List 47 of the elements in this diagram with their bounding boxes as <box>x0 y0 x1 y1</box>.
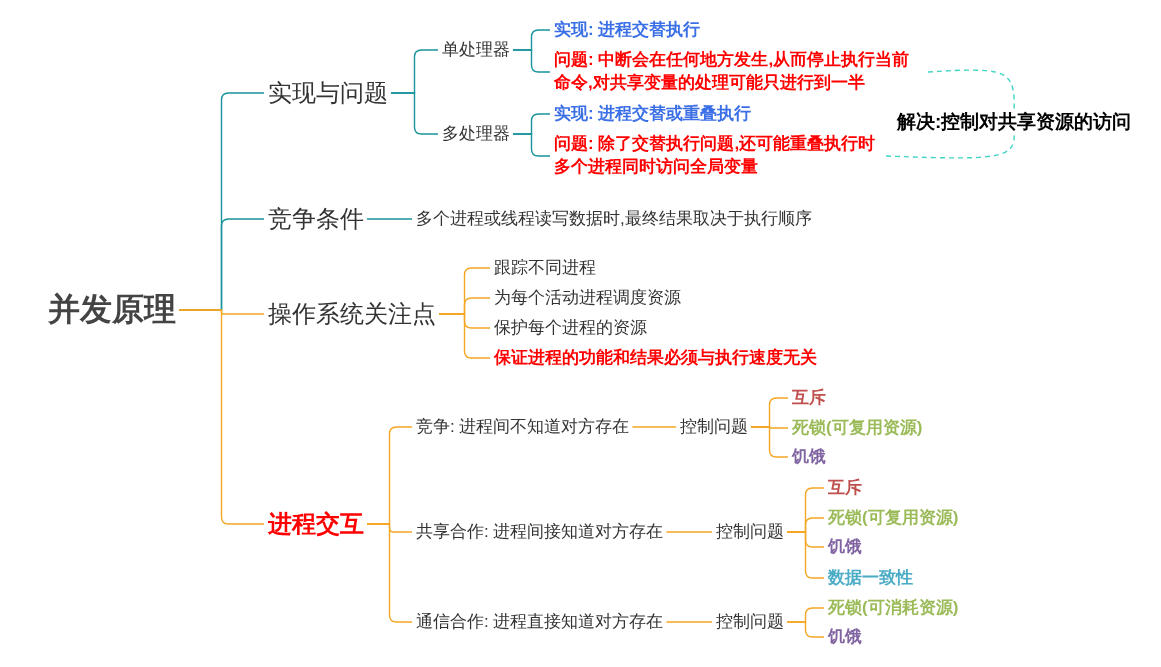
topic-text: 饥饿 <box>828 625 862 649</box>
branch-line <box>366 523 413 623</box>
topic-text: 竞争: 进程间不知道对方存在 <box>416 415 630 439</box>
branch-topic: 进程交互 <box>268 507 364 541</box>
topic-text: 死锁(可消耗资源) <box>828 596 959 620</box>
branch-line <box>665 621 713 623</box>
topic-text: 多个进程或线程读写数据时,最终结果取决于执行顺序 <box>416 207 812 231</box>
topic-text: 实现: 进程交替执行 <box>554 18 701 42</box>
branch-line <box>178 309 265 525</box>
branch-line <box>512 133 551 157</box>
topic-text: 问题: 除了交替执行问题,还可能重叠执行时多个进程同时访问全局变量 <box>554 133 884 179</box>
branch-line <box>665 531 713 533</box>
topic-text: 死锁(可复用资源) <box>792 416 923 440</box>
topic-text: 保护每个进程的资源 <box>494 316 647 340</box>
branch-line <box>366 218 413 220</box>
summary-bracket <box>927 69 1015 110</box>
topic-text: 死锁(可复用资源) <box>828 506 959 530</box>
summary-bracket <box>885 134 1015 159</box>
branch-line <box>438 313 491 359</box>
branch-topic: 操作系统关注点 <box>268 297 436 331</box>
branch-topic: 竞争条件 <box>268 202 364 236</box>
branch-line <box>786 621 825 638</box>
topic-text: 跟踪不同进程 <box>494 256 596 280</box>
root-topic: 并发原理 <box>48 288 176 332</box>
topic-text: 互斥 <box>828 476 862 500</box>
summary-topic: 解决:控制对共享资源的访问 <box>897 109 1132 135</box>
branch-line <box>512 49 551 73</box>
topic-text: 多处理器 <box>442 122 510 146</box>
topic-text: 控制问题 <box>680 415 748 439</box>
branch-line <box>786 531 825 579</box>
topic-text: 饥饿 <box>828 535 862 559</box>
topic-text: 为每个活动进程调度资源 <box>494 286 681 310</box>
topic-text: 控制问题 <box>716 520 784 544</box>
topic-text: 问题: 中断会在任何地方发生,从而停止执行当前命令,对共享变量的处理可能只进行到一半 <box>554 49 926 95</box>
branch-topic: 实现与问题 <box>268 76 388 110</box>
topic-text: 共享合作: 进程间接知道对方存在 <box>416 520 664 544</box>
topic-text: 单处理器 <box>442 38 510 62</box>
topic-text: 保证进程的功能和结果必须与执行速度无关 <box>494 346 817 370</box>
branch-line <box>390 92 439 135</box>
topic-text: 通信合作: 进程直接知道对方存在 <box>416 610 664 634</box>
topic-text: 数据一致性 <box>828 566 913 590</box>
topic-text: 控制问题 <box>716 610 784 634</box>
topic-text: 实现: 进程交替或重叠执行 <box>554 102 752 126</box>
topic-text: 互斥 <box>792 386 826 410</box>
branch-line <box>750 426 789 458</box>
branch-line <box>631 426 677 428</box>
topic-text: 饥饿 <box>792 445 826 469</box>
